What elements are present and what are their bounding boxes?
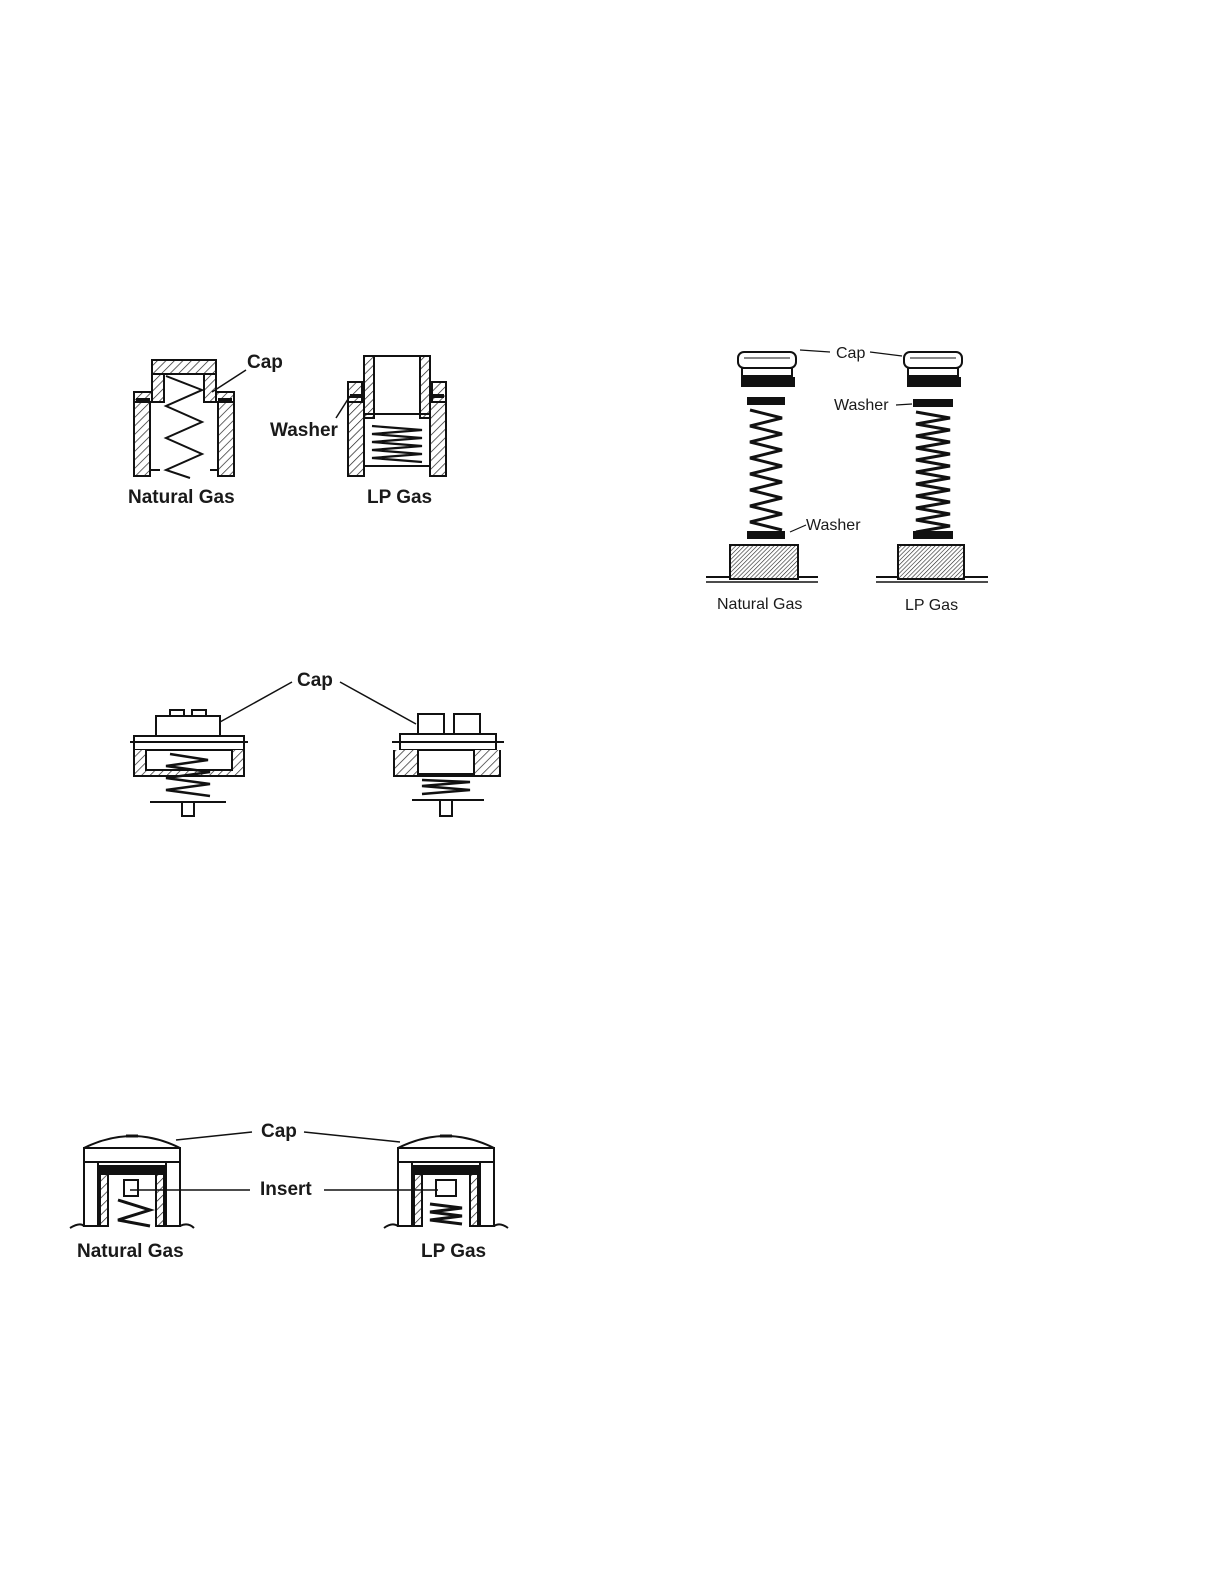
cap-label: Cap bbox=[261, 1122, 297, 1141]
washer-top-label: Washer bbox=[834, 398, 889, 414]
lp-gas-label: LP Gas bbox=[905, 598, 958, 614]
natural-gas-label: Natural Gas bbox=[717, 597, 802, 613]
natural-gas-insert-regulator bbox=[70, 1136, 194, 1228]
lp-gas-label: LP Gas bbox=[421, 1242, 486, 1261]
lp-gas-exploded-assembly bbox=[876, 352, 988, 582]
natural-gas-label: Natural Gas bbox=[77, 1242, 184, 1261]
natural-gas-exploded-assembly bbox=[706, 352, 818, 582]
washer-mid-label: Washer bbox=[806, 518, 861, 534]
cap-label: Cap bbox=[836, 346, 865, 362]
insert-label: Insert bbox=[260, 1180, 312, 1199]
figure-d-drawing bbox=[0, 0, 600, 1280]
lp-gas-insert-regulator bbox=[384, 1136, 508, 1228]
